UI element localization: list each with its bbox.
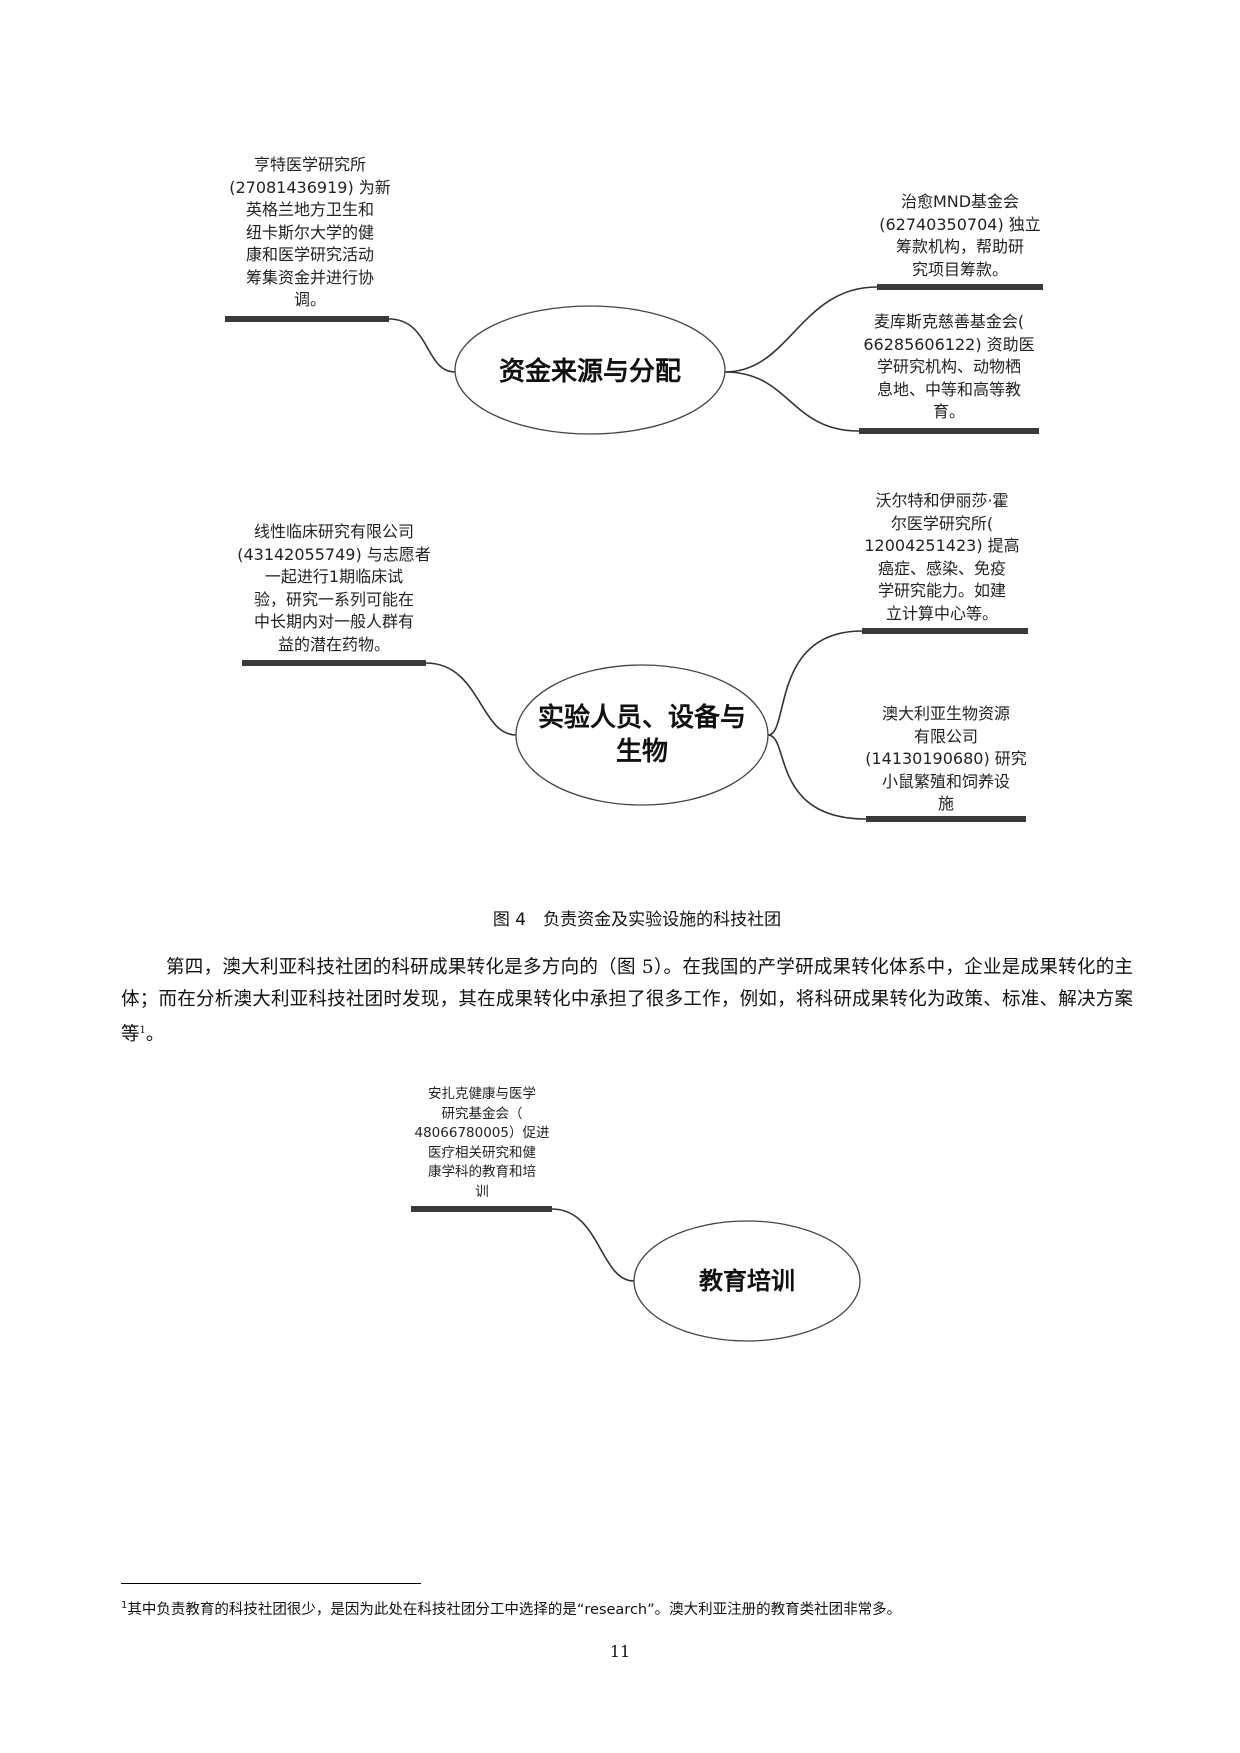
paragraph-end: 。: [145, 1024, 165, 1046]
map1-right-bottom-node: 麦库斯克慈善基金会( 66285606122) 资助医 学研究机构、动物栖 息地…: [863, 311, 1034, 424]
branch-bar: [242, 660, 426, 666]
node-line: 筹款机构，帮助研: [895, 237, 1024, 256]
map2-right-top-node: 沃尔特和伊丽莎·霍 尔医学研究所( 12004251423) 提高 癌症、感染、…: [864, 490, 1019, 625]
center-label: 生物: [615, 737, 669, 767]
node-line: 训: [475, 1183, 489, 1200]
node-line: 调。: [293, 290, 326, 309]
node-line: 线性临床研究有限公司: [253, 522, 414, 541]
node-line: 小鼠繁殖和饲养设: [881, 771, 1010, 791]
node-line: 学研究能力。如建: [877, 581, 1006, 600]
center-label: 资金来源与分配: [498, 357, 682, 387]
node-line: 沃尔特和伊丽莎·霍: [875, 491, 1009, 510]
footnote-divider: [121, 1583, 421, 1584]
footnote: 1其中负责教育的科技社团很少，是因为此处在科技社团分工中选择的是“researc…: [121, 1598, 901, 1619]
center-node-ellipse: [454, 305, 726, 435]
node-line: 学研究机构、动物栖: [876, 357, 1021, 376]
map2-left-node: 线性临床研究有限公司 (43142055749) 与志愿者 一起进行1期临床试 …: [237, 521, 431, 656]
map3-center-node: 教育培训: [699, 1264, 795, 1298]
node-line: (27081436919) 为新: [229, 177, 391, 197]
map2-right-bottom-node: 澳大利亚生物资源 有限公司 (14130190680) 研究 小鼠繁殖和饲养设 …: [865, 703, 1027, 816]
node-line: 有限公司: [913, 726, 978, 746]
connector: [388, 318, 456, 373]
center-node-ellipse: [633, 1220, 861, 1342]
connector: [425, 662, 517, 736]
connector: [551, 1208, 635, 1282]
node-line: 康和医学研究活动: [245, 245, 374, 264]
center-label: 教育培训: [699, 1267, 795, 1295]
branch-bar: [859, 428, 1039, 434]
footnote-mark: 1: [121, 1600, 128, 1612]
connector: [724, 286, 878, 373]
branch-bar: [225, 316, 389, 322]
node-line: 澳大利亚生物资源: [881, 704, 1010, 723]
node-line: 施: [937, 794, 954, 813]
node-line: 66285606122) 资助医: [863, 334, 1035, 354]
node-line: 纽卡斯尔大学的健: [245, 222, 374, 242]
node-line: 医疗相关研究和健: [427, 1144, 536, 1161]
node-line: 安扎克健康与医学: [427, 1086, 536, 1102]
node-line: (14130190680) 研究: [865, 749, 1027, 768]
branch-bar: [411, 1206, 552, 1212]
node-line: 麦库斯克慈善基金会(: [873, 312, 1025, 331]
node-line: 究项目筹款。: [911, 259, 1008, 279]
center-label: 实验人员、设备与: [537, 703, 747, 733]
node-line: 亨特医学研究所: [253, 155, 366, 174]
paragraph-text: 第四，澳大利亚科技社团的科研成果转化是多方向的（图 5）。在我国的产学研成果转化…: [121, 957, 1133, 1046]
map2-center-node: 实验人员、设备与 生物: [538, 701, 746, 769]
node-line: 育。: [932, 402, 965, 421]
map1-center-node: 资金来源与分配: [499, 355, 681, 389]
node-line: 验，研究一系列可能在: [253, 589, 414, 609]
node-line: 尔医学研究所(: [890, 513, 994, 533]
connector: [724, 371, 860, 432]
map3-left-node: 安扎克健康与医学 研究基金会（ 48066780005）促进 医疗相关研究和健 …: [415, 1085, 550, 1202]
node-line: 治愈MND基金会: [900, 192, 1020, 211]
figure-caption: 图 4 负责资金及实验设施的科技社团: [492, 910, 782, 930]
body-paragraph: 第四，澳大利亚科技社团的科研成果转化是多方向的（图 5）。在我国的产学研成果转化…: [121, 952, 1133, 1051]
node-line: (43142055749) 与志愿者: [237, 544, 431, 564]
map1-left-node: 亨特医学研究所 (27081436919) 为新 英格兰地方卫生和 纽卡斯尔大学…: [229, 154, 391, 312]
node-line: 康学科的教育和培: [427, 1164, 536, 1180]
node-line: 立计算中心等。: [885, 603, 998, 623]
connector: [767, 734, 867, 820]
map1-right-top-node: 治愈MND基金会 (62740350704) 独立 筹款机构，帮助研 究项目筹款…: [879, 191, 1041, 281]
node-line: 12004251423) 提高: [864, 536, 1020, 555]
page-number: 11: [609, 1642, 631, 1661]
node-line: 英格兰地方卫生和: [245, 200, 374, 219]
footnote-text: 其中负责教育的科技社团很少，是因为此处在科技社团分工中选择的是“research…: [127, 1602, 902, 1618]
branch-bar: [866, 816, 1026, 822]
center-node-ellipse: [515, 664, 769, 806]
node-line: 息地、中等和高等教: [876, 379, 1021, 399]
branch-bar: [862, 628, 1028, 634]
node-line: 一起进行1期临床试: [264, 567, 404, 586]
node-line: 益的潜在药物。: [277, 634, 390, 654]
node-line: 癌症、感染、免疫: [877, 558, 1006, 578]
node-line: 筹集资金并进行协: [245, 267, 374, 287]
branch-bar: [877, 284, 1043, 290]
connector: [767, 630, 863, 736]
node-line: (62740350704) 独立: [879, 214, 1041, 234]
node-line: 研究基金会（: [441, 1105, 523, 1122]
footnote-ref[interactable]: 1: [139, 1025, 146, 1036]
node-line: 48066780005）促进: [414, 1125, 550, 1141]
node-line: 中长期内对一般人群有: [253, 612, 414, 631]
